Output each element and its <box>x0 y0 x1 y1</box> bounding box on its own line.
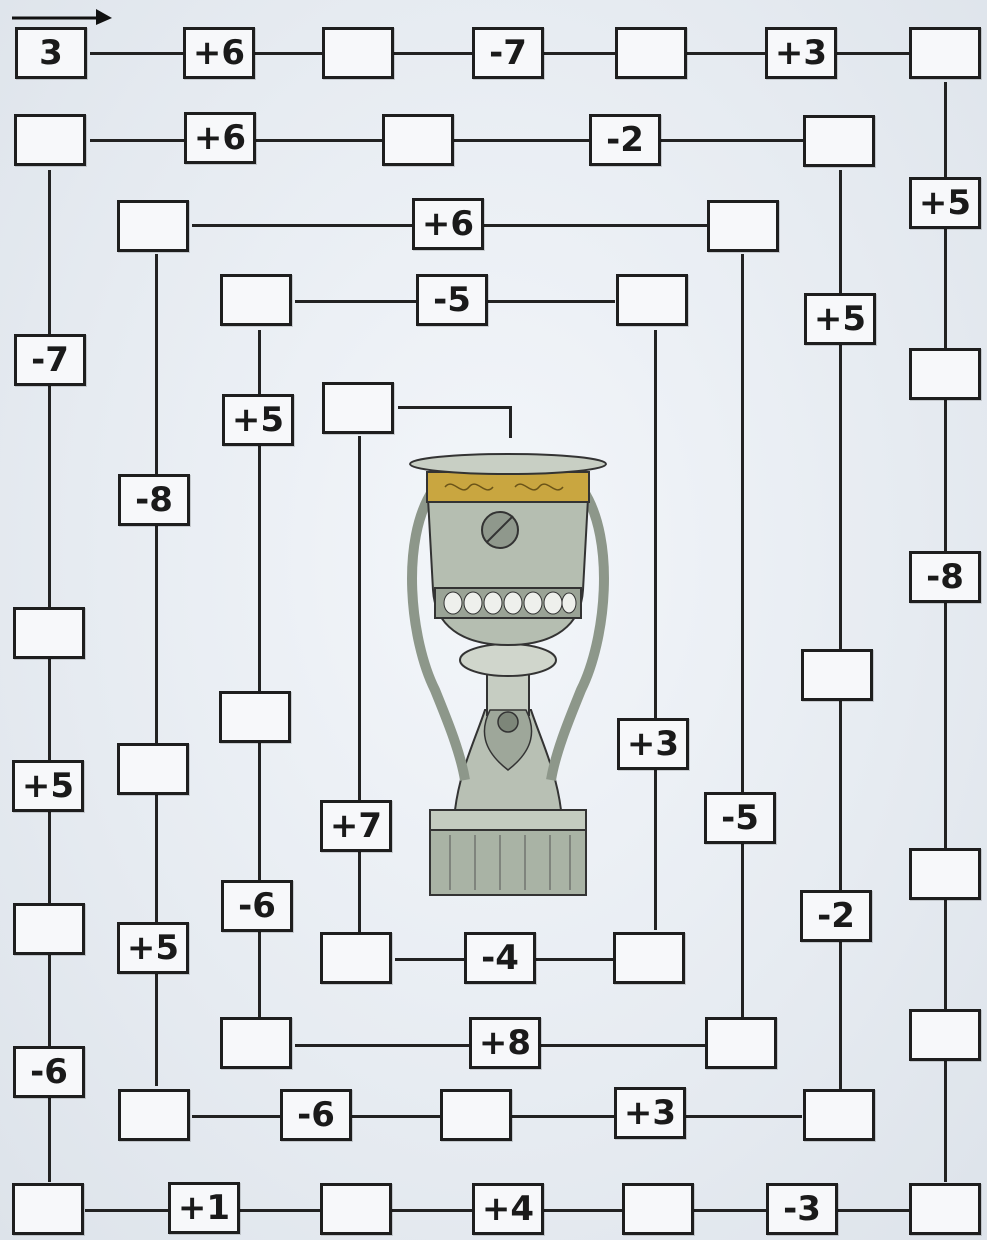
puzzle-cell: +1 <box>168 1182 240 1234</box>
connector-line <box>398 406 510 409</box>
puzzle-cell[interactable] <box>13 903 85 955</box>
puzzle-cell[interactable] <box>13 607 85 659</box>
puzzle-cell: +6 <box>184 112 256 164</box>
puzzle-cell[interactable] <box>909 348 981 400</box>
puzzle-cell[interactable] <box>616 274 688 326</box>
puzzle-cell: +3 <box>617 718 689 770</box>
puzzle-cell[interactable] <box>803 115 875 167</box>
puzzle-cell: +7 <box>320 800 392 852</box>
puzzle-cell[interactable] <box>322 382 394 434</box>
connector-line <box>358 436 361 932</box>
puzzle-cell[interactable] <box>219 691 291 743</box>
puzzle-cell: +6 <box>412 198 484 250</box>
puzzle-cell[interactable] <box>707 200 779 252</box>
puzzle-cell: +4 <box>472 1183 544 1235</box>
puzzle-cell[interactable] <box>320 932 392 984</box>
puzzle-cell: -5 <box>704 792 776 844</box>
puzzle-cell[interactable] <box>117 200 189 252</box>
puzzle-cell[interactable] <box>14 114 86 166</box>
puzzle-cell: -6 <box>221 880 293 932</box>
puzzle-cell[interactable] <box>117 743 189 795</box>
puzzle-cell[interactable] <box>705 1017 777 1069</box>
puzzle-cell: +5 <box>909 177 981 229</box>
puzzle-cell[interactable] <box>909 1183 981 1235</box>
puzzle-cell[interactable] <box>220 1017 292 1069</box>
connector-line <box>741 254 744 1020</box>
puzzle-cell[interactable] <box>613 932 685 984</box>
puzzle-cell: 3 <box>15 27 87 79</box>
puzzle-cell[interactable] <box>322 27 394 79</box>
puzzle-cell: +6 <box>183 27 255 79</box>
puzzle-cell: -4 <box>464 932 536 984</box>
puzzle-cell: -7 <box>14 334 86 386</box>
connector-line <box>48 170 51 1182</box>
puzzle-cell: -6 <box>280 1089 352 1141</box>
connector-line <box>654 330 657 930</box>
puzzle-cell[interactable] <box>220 274 292 326</box>
puzzle-cell: -3 <box>766 1183 838 1235</box>
puzzle-cell[interactable] <box>909 848 981 900</box>
puzzle-cell: -7 <box>472 27 544 79</box>
puzzle-cell[interactable] <box>909 27 981 79</box>
puzzle-cell: -8 <box>118 474 190 526</box>
puzzle-cell: -6 <box>13 1046 85 1098</box>
puzzle-cell: -5 <box>416 274 488 326</box>
puzzle-cell[interactable] <box>320 1183 392 1235</box>
puzzle-cell: +5 <box>12 760 84 812</box>
puzzle-cell: +5 <box>804 293 876 345</box>
right-arrow-icon <box>12 6 112 26</box>
puzzle-cell: +8 <box>469 1017 541 1069</box>
puzzle-cell: +5 <box>117 922 189 974</box>
puzzle-cell: -2 <box>800 890 872 942</box>
puzzle-cell[interactable] <box>118 1089 190 1141</box>
puzzle-cell[interactable] <box>909 1009 981 1061</box>
puzzle-cell: +5 <box>222 394 294 446</box>
puzzle-cell: -2 <box>589 114 661 166</box>
puzzle-cell[interactable] <box>440 1089 512 1141</box>
puzzle-cell[interactable] <box>801 649 873 701</box>
puzzle-cell[interactable] <box>382 114 454 166</box>
puzzle-cell[interactable] <box>615 27 687 79</box>
puzzle-cell[interactable] <box>803 1089 875 1141</box>
puzzle-cell: +3 <box>765 27 837 79</box>
connector-line <box>509 406 512 438</box>
puzzle-cell: -8 <box>909 551 981 603</box>
gagarin-cup-trophy-icon <box>405 450 611 900</box>
puzzle-cell[interactable] <box>12 1183 84 1235</box>
puzzle-cell: +3 <box>614 1087 686 1139</box>
puzzle-cell[interactable] <box>622 1183 694 1235</box>
